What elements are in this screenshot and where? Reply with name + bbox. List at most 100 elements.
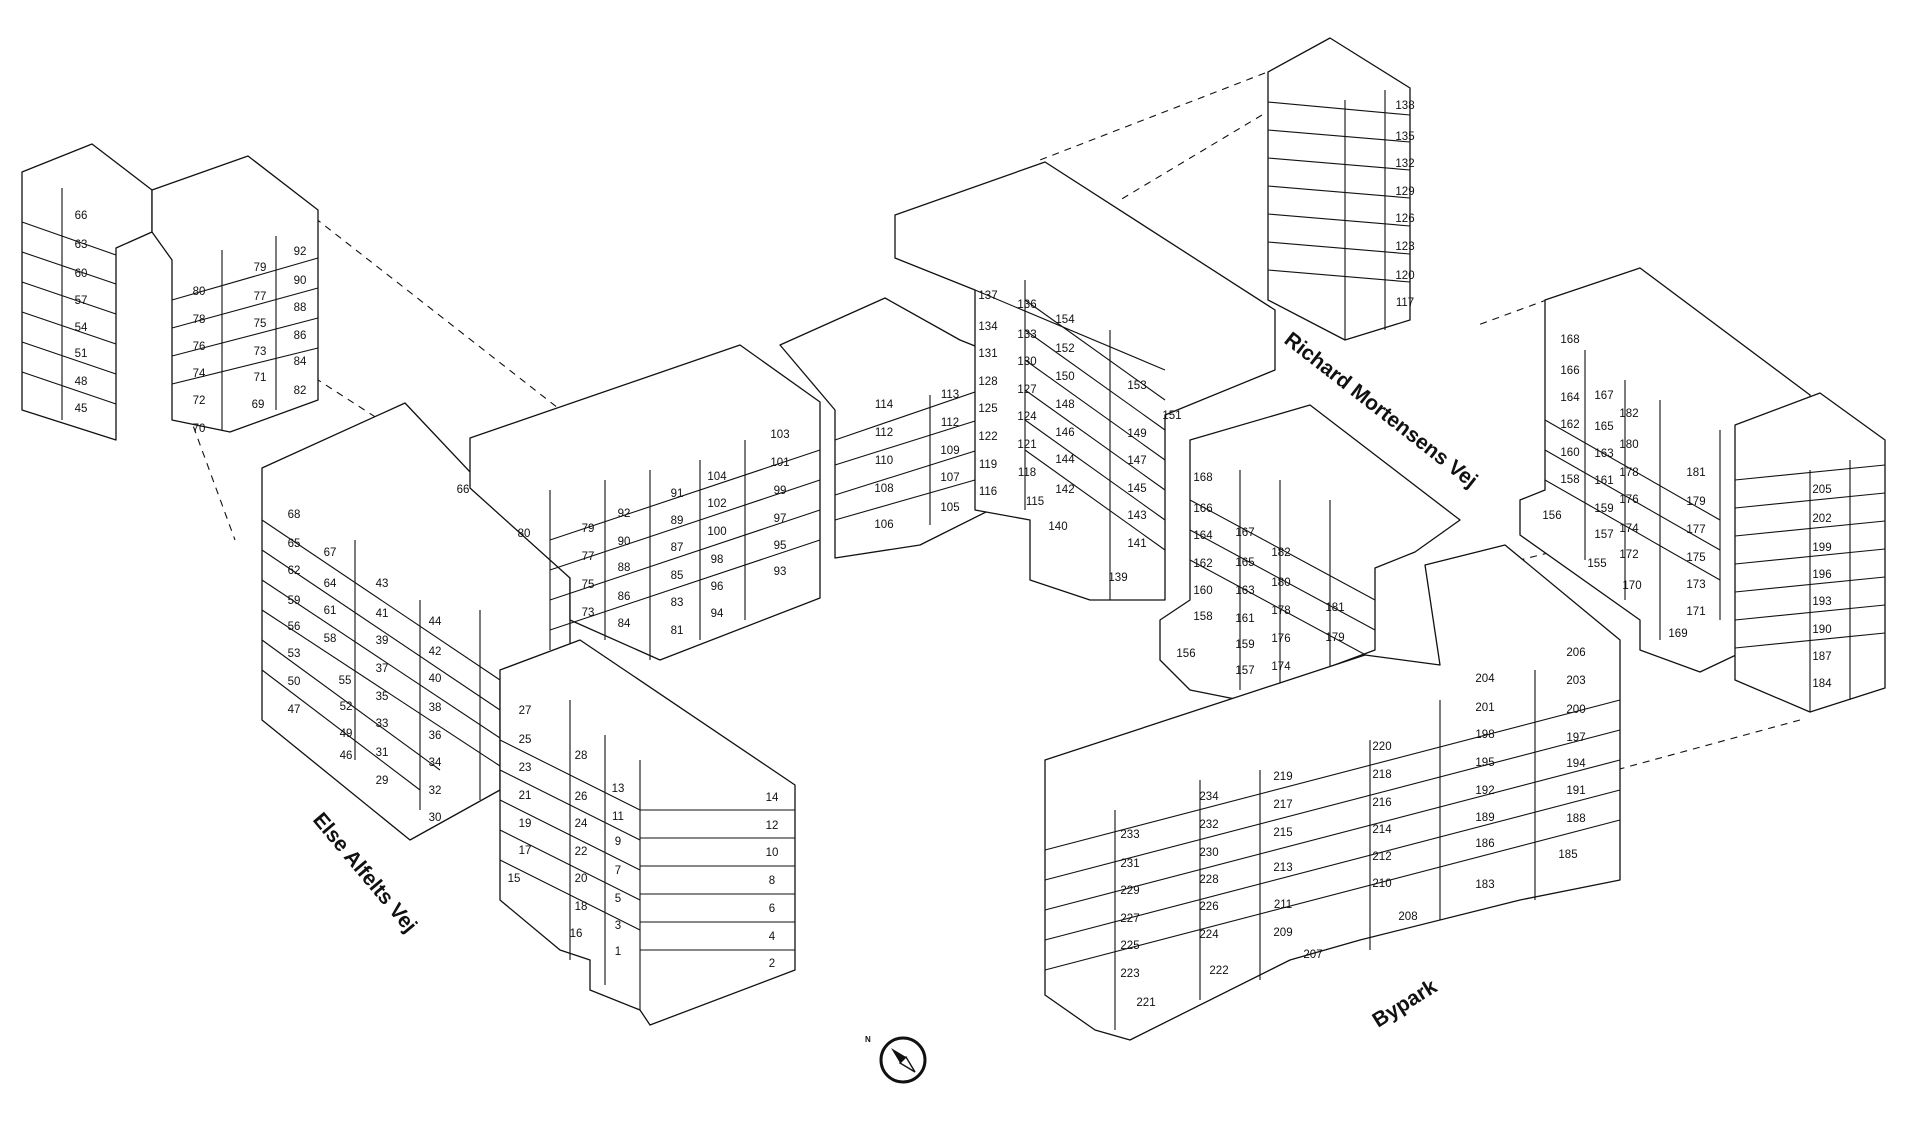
unit-label-74: 74: [193, 368, 206, 380]
unit-label-133: 133: [1017, 329, 1036, 341]
unit-label-134: 134: [978, 321, 998, 333]
unit-label-142: 142: [1055, 484, 1074, 496]
unit-label-118: 118: [1018, 467, 1036, 479]
unit-label-66: 66: [75, 210, 88, 222]
unit-label-166: 166: [1193, 503, 1212, 515]
unit-label-90: 90: [294, 275, 307, 287]
unit-label-132: 132: [1395, 158, 1414, 170]
unit-label-185: 185: [1558, 849, 1577, 861]
unit-label-224: 224: [1199, 929, 1219, 941]
unit-label-110: 110: [875, 455, 893, 467]
unit-label-116: 116: [979, 486, 997, 498]
unit-label-219: 219: [1273, 771, 1292, 783]
unit-label-147: 147: [1127, 455, 1146, 467]
unit-label-145: 145: [1127, 483, 1146, 495]
unit-label-101: 101: [770, 457, 789, 469]
unit-label-69: 69: [252, 399, 265, 411]
unit-label-18: 18: [575, 901, 588, 913]
unit-label-172: 172: [1619, 549, 1638, 561]
unit-label-124: 124: [1017, 411, 1037, 423]
unit-label-170: 170: [1622, 580, 1641, 592]
unit-label-89: 89: [671, 515, 684, 527]
unit-label-71: 71: [254, 372, 267, 384]
unit-label-135: 135: [1395, 131, 1414, 143]
unit-label-40: 40: [429, 673, 442, 685]
unit-label-75: 75: [582, 579, 595, 591]
unit-label-84: 84: [618, 618, 631, 630]
unit-label-25: 25: [519, 734, 532, 746]
building-center-tall: [894, 161, 1276, 601]
unit-label-43: 43: [376, 578, 389, 590]
unit-label-105: 105: [940, 502, 959, 514]
unit-label-218: 218: [1372, 769, 1391, 781]
unit-label-131: 131: [978, 348, 997, 360]
unit-label-154: 154: [1055, 314, 1075, 326]
unit-label-146: 146: [1055, 427, 1074, 439]
unit-label-104: 104: [707, 471, 727, 483]
unit-label-175: 175: [1686, 552, 1705, 564]
unit-label-88: 88: [618, 562, 631, 574]
unit-label-130: 130: [1017, 356, 1036, 368]
unit-label-95: 95: [774, 540, 787, 552]
unit-label-229: 229: [1120, 885, 1139, 897]
unit-label-13: 13: [612, 783, 625, 795]
unit-label-176: 176: [1619, 494, 1638, 506]
unit-label-200: 200: [1566, 704, 1585, 716]
unit-label-6: 6: [769, 903, 775, 915]
building-top-right-tower: [1267, 37, 1411, 341]
unit-label-230: 230: [1199, 847, 1218, 859]
unit-label-82: 82: [294, 385, 307, 397]
unit-label-157: 157: [1594, 529, 1613, 541]
unit-label-192: 192: [1475, 785, 1494, 797]
unit-label-204: 204: [1475, 673, 1495, 685]
unit-label-39: 39: [376, 635, 389, 647]
unit-label-21: 21: [519, 790, 532, 802]
unit-label-81: 81: [671, 625, 684, 637]
unit-label-87: 87: [671, 542, 684, 554]
unit-label-222: 222: [1209, 965, 1228, 977]
unit-label-112: 112: [941, 417, 959, 429]
unit-label-195: 195: [1475, 757, 1494, 769]
unit-label-162: 162: [1560, 419, 1579, 431]
unit-label-52: 52: [340, 701, 353, 713]
unit-label-226: 226: [1199, 901, 1218, 913]
unit-label-30: 30: [429, 812, 442, 824]
unit-label-178: 178: [1619, 467, 1638, 479]
unit-label-3: 3: [615, 920, 621, 932]
unit-label-80: 80: [518, 528, 531, 540]
unit-label-221: 221: [1136, 997, 1155, 1009]
unit-label-168: 168: [1560, 334, 1579, 346]
unit-label-165: 165: [1235, 557, 1254, 569]
unit-label-182: 182: [1619, 408, 1638, 420]
unit-label-108: 108: [874, 483, 893, 495]
unit-label-115: 115: [1026, 496, 1044, 508]
unit-label-75: 75: [254, 318, 267, 330]
unit-label-177: 177: [1686, 524, 1705, 536]
unit-label-164: 164: [1193, 530, 1213, 542]
unit-label-99: 99: [774, 485, 787, 497]
unit-label-231: 231: [1120, 858, 1139, 870]
unit-label-168: 168: [1193, 472, 1212, 484]
unit-label-213: 213: [1273, 862, 1292, 874]
unit-label-31: 31: [376, 747, 389, 759]
unit-label-150: 150: [1055, 371, 1074, 383]
unit-label-37: 37: [376, 663, 389, 675]
unit-label-119: 119: [979, 459, 997, 471]
unit-label-143: 143: [1127, 510, 1146, 522]
unit-label-12: 12: [766, 820, 779, 832]
unit-label-163: 163: [1594, 448, 1613, 460]
unit-label-158: 158: [1193, 611, 1212, 623]
unit-label-232: 232: [1199, 819, 1218, 831]
unit-label-148: 148: [1055, 399, 1074, 411]
unit-label-49: 49: [340, 728, 353, 740]
unit-label-207: 207: [1303, 949, 1322, 961]
building-top-left: [21, 143, 319, 441]
unit-label-138: 138: [1395, 100, 1414, 112]
unit-label-47: 47: [288, 704, 301, 716]
unit-label-125: 125: [978, 403, 997, 415]
unit-label-91: 91: [671, 488, 684, 500]
unit-label-178: 178: [1271, 605, 1290, 617]
unit-label-92: 92: [294, 246, 307, 258]
unit-label-182: 182: [1271, 547, 1290, 559]
unit-label-107: 107: [940, 472, 959, 484]
